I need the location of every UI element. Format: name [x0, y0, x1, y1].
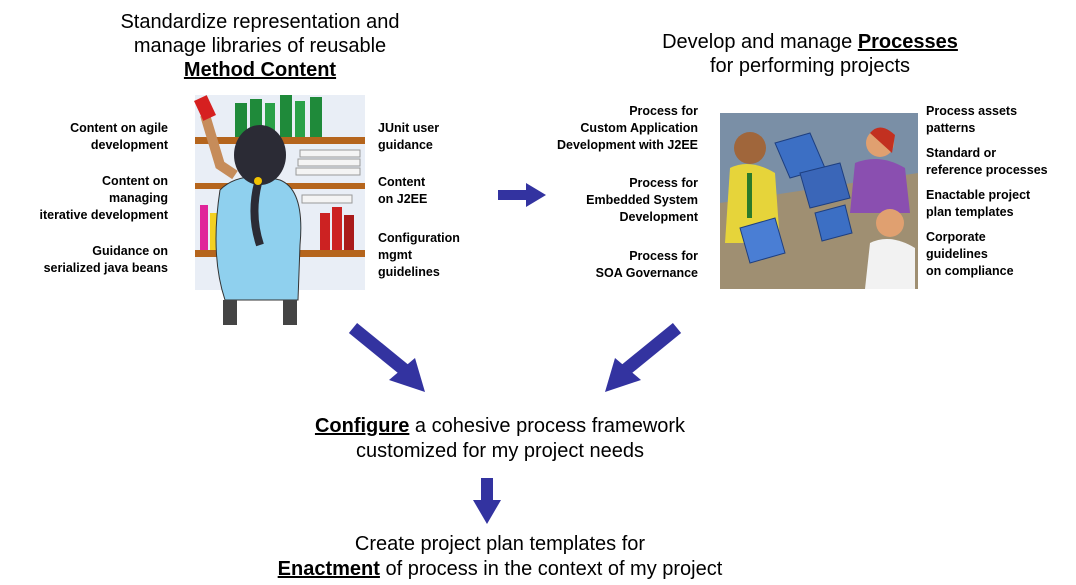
- processes-heading: Develop and manage Processes for perform…: [600, 30, 1020, 78]
- arrow-down-left-icon: [605, 358, 641, 392]
- paper-stack: [295, 167, 361, 176]
- process-left-item: Process for Embedded System Development: [586, 176, 698, 224]
- arrow-down-right-icon: [389, 358, 425, 392]
- method-left-item: Content on managing iterative developmen…: [39, 174, 168, 222]
- blue-box: [799, 162, 851, 209]
- team-meeting-clipart: [720, 113, 918, 289]
- held-book: [194, 95, 216, 121]
- method-heading-emph: Method Content: [183, 59, 337, 81]
- arrow-shaft: [348, 322, 412, 378]
- arrow-configure-to-enact: [473, 478, 501, 524]
- method-right-labels: JUnit user guidance Content on J2EE Conf…: [378, 120, 518, 293]
- method-right-item: JUnit user guidance: [378, 121, 440, 152]
- book: [210, 213, 218, 250]
- configure-line1: a cohesive process framework: [409, 415, 686, 437]
- arrow-method-to-configure: [348, 322, 425, 392]
- arrow-process-to-configure: [605, 322, 682, 392]
- method-left-item: Guidance on serialized java beans: [43, 244, 168, 275]
- book: [295, 101, 305, 137]
- enact-emph: Enactment: [277, 558, 380, 580]
- person-head: [234, 125, 286, 185]
- enact-line1: Create project plan templates for: [354, 533, 646, 555]
- book: [265, 103, 275, 137]
- enactment-text: Create project plan templates for Enactm…: [150, 532, 850, 582]
- arrow-method-to-process: [498, 183, 546, 207]
- book: [310, 97, 322, 137]
- person-head: [734, 132, 766, 164]
- method-right-item: Configuration mgmt guidelines: [378, 231, 460, 279]
- book: [344, 215, 354, 250]
- process-heading-prefix: Develop and manage: [662, 31, 858, 53]
- person-head: [876, 209, 904, 237]
- arrow-right-icon: [498, 183, 546, 207]
- arrow-shaft: [481, 478, 493, 502]
- book: [320, 213, 330, 250]
- librarian-clipart: [194, 95, 365, 325]
- process-left-item: Process for SOA Governance: [595, 249, 698, 280]
- enact-line2: of process in the context of my project: [379, 558, 723, 580]
- process-left-item: Process for Custom Application Developme…: [556, 104, 698, 152]
- method-right-item: Content on J2EE: [378, 175, 428, 206]
- method-content-heading: Standardize representation and manage li…: [80, 10, 440, 82]
- braid: [250, 182, 264, 247]
- paper-stack: [297, 158, 361, 167]
- configure-emph: Configure: [314, 415, 410, 437]
- process-right-item: Standard or reference processes: [926, 146, 1048, 177]
- process-right-labels: Process assets patterns Standard or refe…: [926, 103, 1076, 292]
- process-right-item: Process assets patterns: [926, 104, 1018, 135]
- paper-stack: [301, 194, 353, 204]
- book: [235, 103, 247, 137]
- person-shirt: [865, 239, 915, 289]
- configure-line2: customized for my project needs: [356, 440, 644, 462]
- blue-box: [739, 217, 786, 264]
- process-right-item: Corporate guidelines on compliance: [926, 230, 1014, 278]
- process-right-item: Enactable project plan templates: [926, 188, 1031, 219]
- person-shirt: [850, 159, 910, 213]
- paper-stack: [299, 149, 361, 158]
- hair-tie: [254, 177, 262, 185]
- legs: [223, 300, 297, 325]
- book: [200, 205, 208, 250]
- method-left-item: Content on agile development: [70, 121, 168, 152]
- process-heading-emph: Processes: [857, 31, 958, 53]
- arrow-shaft: [618, 322, 682, 378]
- process-left-labels: Process for Custom Application Developme…: [530, 103, 698, 294]
- book: [280, 95, 292, 137]
- method-heading-line2: manage libraries of reusable: [133, 35, 387, 57]
- process-heading-line2: for performing projects: [709, 55, 911, 77]
- tie: [747, 173, 752, 218]
- method-left-labels: Content on agile development Content on …: [0, 120, 168, 289]
- method-heading-line1: Standardize representation and: [120, 11, 400, 33]
- blue-box: [814, 204, 853, 242]
- person-hair: [870, 127, 895, 153]
- book: [332, 207, 342, 250]
- arrow-down-icon: [473, 500, 501, 524]
- configure-text: Configure a cohesive process framework c…: [200, 414, 800, 464]
- raised-arm: [200, 113, 238, 180]
